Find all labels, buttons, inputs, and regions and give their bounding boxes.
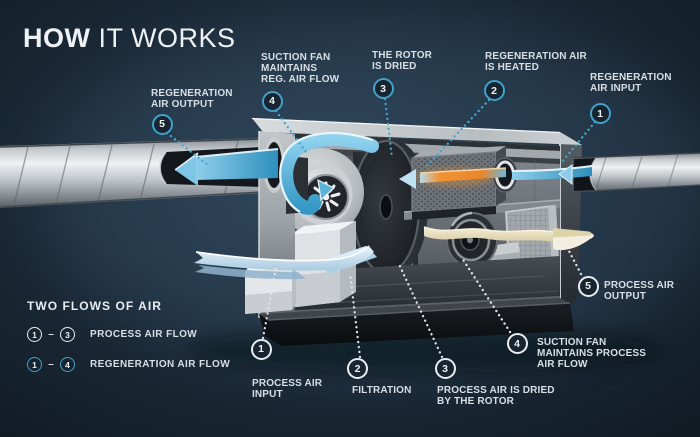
legend-badge-4: 4: [60, 357, 75, 372]
legend-label-regeneration: REGENERATION AIR FLOW: [90, 359, 231, 370]
legend-heading: TWO FLOWS OF AIR: [27, 299, 163, 313]
legend-badge-3: 3: [60, 327, 75, 342]
legend-badge-1b: 1: [27, 357, 42, 372]
legend-row-regeneration: 1 – 4 REGENERATION AIR FLOW: [27, 357, 230, 372]
label-suction-fan-process: SUCTION FAN MAINTAINS PROCESS AIR FLOW: [537, 337, 647, 370]
label-process-air-dried: PROCESS AIR IS DRIED BY THE ROTOR: [437, 385, 555, 407]
callout-lines: [165, 97, 597, 359]
line-proc-2: [348, 271, 362, 359]
label-filtration: FILTRATION: [352, 385, 412, 396]
legend-row-process: 1 – 3 PROCESS AIR FLOW: [27, 327, 197, 342]
line-proc-4: [460, 256, 512, 334]
badge-reg-5: 5: [151, 113, 173, 135]
label-process-air-input: PROCESS AIR INPUT: [252, 378, 323, 400]
process-input-arrow: [194, 245, 374, 280]
line-reg-1: [559, 120, 597, 165]
lid: [252, 118, 582, 145]
heated-air-arrow: [399, 167, 507, 189]
title-light: IT WORKS: [98, 23, 236, 53]
line-reg-5: [165, 131, 211, 168]
regeneration-input-arrow: [511, 164, 593, 186]
legend-label-process: PROCESS AIR FLOW: [90, 329, 198, 340]
legend-dash-1: –: [48, 329, 54, 340]
badge-proc-1: 1: [250, 338, 272, 360]
page-title: HOW IT WORKS: [23, 25, 236, 52]
label-suction-fan-reg: SUCTION FAN MAINTAINS REG. AIR FLOW: [261, 52, 340, 85]
line-reg-2: [422, 98, 491, 171]
badge-proc-3: 3: [434, 358, 456, 379]
dried-air-arrow: [423, 226, 594, 251]
title-bold: HOW: [23, 23, 91, 53]
regeneration-output-arrow: [174, 148, 279, 186]
legend: TWO FLOWS OF AIR 1 – 3 PROCESS AIR FLOW …: [27, 299, 230, 372]
badge-reg-2: 2: [483, 80, 505, 101]
label-regeneration-air-output: REGENERATION AIR OUTPUT: [151, 88, 233, 110]
badge-proc-4: 4: [506, 333, 528, 354]
label-process-air-output: PROCESS AIR OUTPUT: [604, 280, 675, 302]
badge-reg-3: 3: [372, 78, 394, 99]
label-regeneration-air-heated: REGENERATION AIR IS HEATED: [485, 51, 587, 73]
line-reg-4: [274, 109, 308, 154]
line-proc-5: [567, 249, 583, 276]
badge-reg-1: 1: [589, 103, 611, 124]
label-regeneration-air-input: REGENERATION AIR INPUT: [590, 72, 672, 94]
badge-proc-2: 2: [347, 358, 368, 379]
regeneration-swirl-arrow: [279, 132, 379, 215]
badge-proc-5: 5: [577, 275, 599, 297]
plinth: [259, 298, 574, 346]
label-rotor-is-dried: THE ROTOR IS DRIED: [372, 50, 433, 72]
line-reg-3: [383, 97, 394, 160]
line-proc-1: [261, 266, 278, 340]
legend-dash-2: –: [48, 359, 54, 370]
right-duct: [573, 152, 700, 193]
legend-badge-1: 1: [27, 327, 42, 342]
badge-reg-4: 4: [261, 90, 283, 112]
